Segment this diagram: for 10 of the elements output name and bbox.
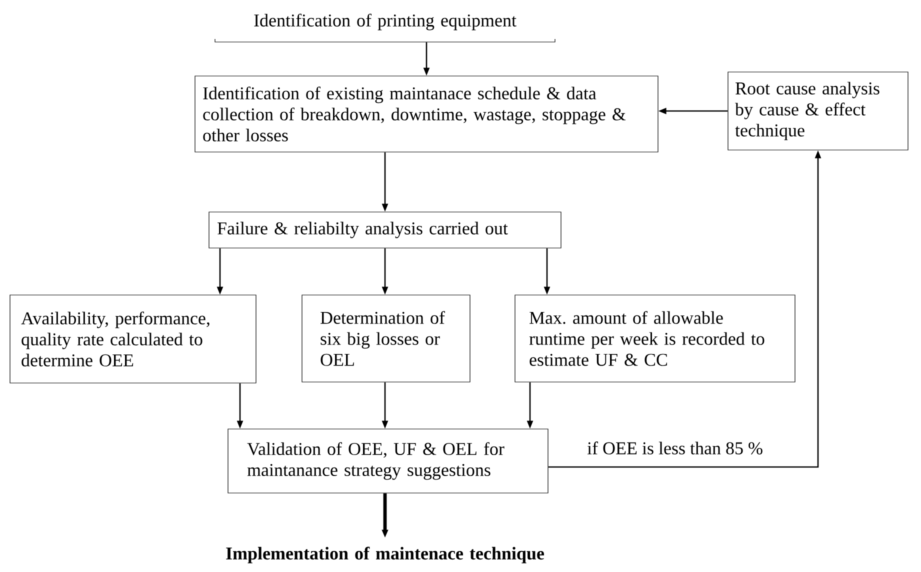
process-box: Identification of existing maintanace schedule & data collection of breakdown, downtime, wastage, stoppage & other losses bbox=[194, 76, 658, 152]
process-box: Root cause analysis by cause & effect technique bbox=[728, 72, 908, 150]
result-text: Implementation of maintenace technique bbox=[226, 546, 544, 564]
process-box: Max. amount of allowable runtime per week is recorded to estimate UF & CC bbox=[514, 294, 796, 382]
process-box: Determination of six big losses or OEL bbox=[302, 294, 470, 382]
process-box: Failure & reliabilty analysis carried out bbox=[208, 212, 562, 248]
process-box: Availability, performance, quality rate calculated to determine OEE bbox=[10, 294, 256, 384]
process-step: Identification of printing equipment bbox=[214, 14, 556, 42]
process-box: Validation of OEE, UF & OEL for maintanance strategy suggestions bbox=[228, 428, 548, 494]
edge-label: if OEE is less than 85 % bbox=[586, 440, 764, 456]
